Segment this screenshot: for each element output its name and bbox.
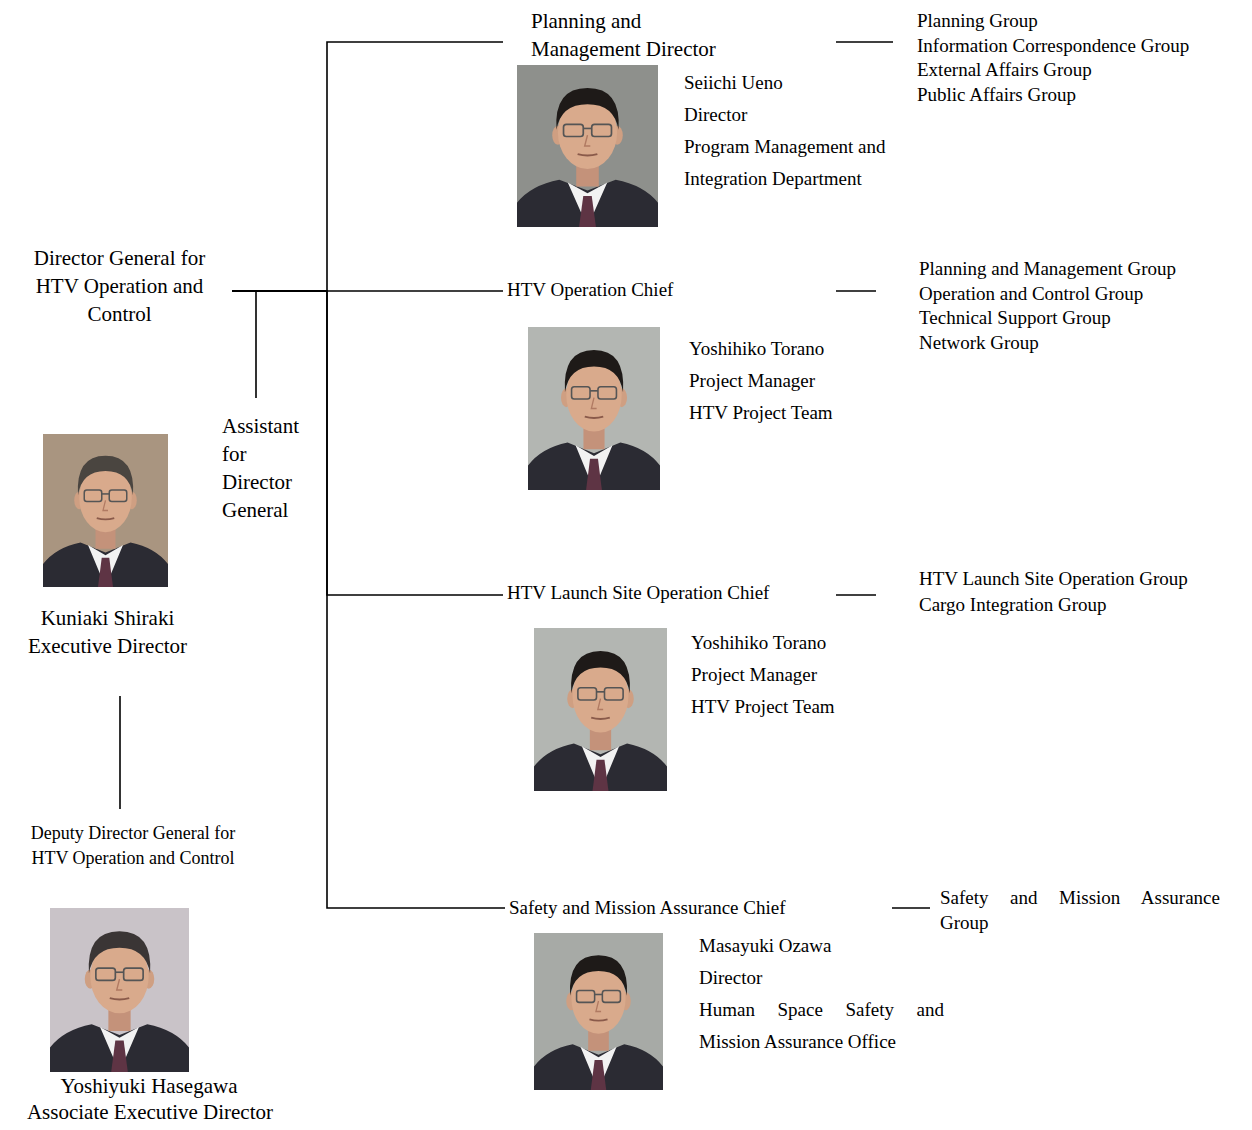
person-name: Yoshiyuki Hasegawa [20, 1074, 278, 1099]
executive-person: Kuniaki ShirakiExecutive Director [5, 604, 210, 660]
portrait-photo [43, 434, 168, 587]
person-title: Associate Executive Director [6, 1099, 294, 1125]
connector-line [232, 291, 256, 398]
group-list: Planning and Management GroupOperation a… [919, 257, 1239, 356]
deputy-director-general: Deputy Director General for HTV Operatio… [6, 821, 294, 1125]
group-name: HTV Launch Site Operation Group [919, 567, 1239, 592]
person-title: Director [684, 99, 884, 131]
director-general: Director General for HTV Operation and C… [25, 244, 214, 328]
group-name: Cargo Integration Group [919, 593, 1239, 618]
group-name: Planning Group [917, 9, 1237, 34]
group-list: HTV Launch Site Operation GroupCargo Int… [919, 567, 1239, 618]
person-title: Director [699, 962, 919, 994]
person-name: Masayuki Ozawa [699, 930, 919, 962]
group-list: Planning GroupInformation Correspondence… [917, 9, 1237, 108]
role-chief: Safety and Mission Assurance ChiefMasayu… [509, 896, 944, 1058]
person-name: Kuniaki Shiraki [5, 604, 210, 632]
connector-line [232, 42, 503, 291]
person-name: Yoshihiko Torano [691, 627, 891, 659]
role-chief: HTV Operation ChiefYoshihiko ToranoProje… [507, 278, 889, 429]
connector-line [836, 41, 893, 43]
person-department: HTV Project Team [691, 691, 891, 723]
connector-line [836, 290, 876, 292]
person-name: Yoshihiko Torano [689, 333, 889, 365]
group-name: Operation and Control Group [919, 282, 1239, 307]
group-name: Information Correspondence Group [917, 34, 1237, 59]
role-chief: HTV Launch Site Operation ChiefYoshihiko… [507, 581, 891, 723]
position-title: Director General for HTV Operation and C… [25, 244, 214, 328]
group-name: Technical Support Group [919, 306, 1239, 331]
person-department: HTV Project Team [689, 397, 889, 429]
portrait-photo [50, 908, 189, 1072]
connector-line [836, 594, 876, 596]
role-chief: Planning and Management DirectorSeiichi … [531, 7, 918, 195]
assistant-role: Assistant for Director General [222, 412, 318, 524]
person-name: Seiichi Ueno [684, 67, 884, 99]
portrait-photo [534, 933, 663, 1090]
position-title: HTV Launch Site Operation Chief [507, 581, 827, 605]
group-name: Network Group [919, 331, 1239, 356]
person-title: Executive Director [5, 632, 210, 660]
position-title: Safety and Mission Assurance Chief [509, 896, 829, 920]
connector-line [232, 291, 503, 595]
connector-line [892, 907, 930, 909]
group-list: Safety and Mission Assurance Group [940, 885, 1220, 935]
connector-line [119, 696, 121, 809]
person-title: Project Manager [691, 659, 891, 691]
group-name: Safety and Mission Assurance Group [940, 885, 1220, 935]
connector-line [232, 291, 505, 908]
person-department: Human Space Safety and Mission Assurance… [699, 994, 944, 1058]
position-title: Deputy Director General for HTV Operatio… [21, 821, 245, 870]
group-name: Public Affairs Group [917, 83, 1237, 108]
person-title: Project Manager [689, 365, 889, 397]
portrait-photo [534, 628, 667, 791]
portrait-photo [528, 327, 660, 490]
position-title: Assistant for Director General [222, 412, 318, 524]
position-title: Planning and Management Director [531, 7, 751, 63]
group-name: External Affairs Group [917, 58, 1237, 83]
position-title: HTV Operation Chief [507, 278, 807, 302]
portrait-photo [517, 65, 658, 227]
person-department: Program Management and Integration Depar… [684, 131, 918, 195]
group-name: Planning and Management Group [919, 257, 1239, 282]
